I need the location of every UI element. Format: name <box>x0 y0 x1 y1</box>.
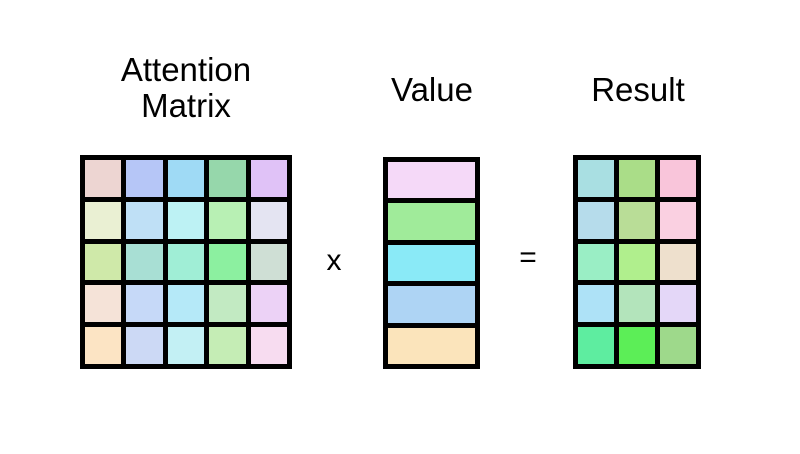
attention_matrix-cell-r4-c2 <box>126 285 163 323</box>
result-cell-r4-c2 <box>619 285 655 323</box>
result-cell-r4-c3 <box>660 285 696 323</box>
attention_matrix-cell-r1-c2 <box>126 160 163 197</box>
result-matrix-grid <box>573 155 701 369</box>
result-cell-r5-c3 <box>660 327 696 364</box>
multiplication-operator: x <box>326 244 342 277</box>
result-cell-r2-c3 <box>660 201 696 239</box>
result-cell-r5-c1 <box>578 327 614 364</box>
attention-matrix-grid <box>80 155 292 369</box>
attention_matrix-cell-r5-c3 <box>167 327 205 364</box>
attention_matrix-cell-r1-c5 <box>250 160 287 197</box>
value-cell-r4-c1 <box>388 286 475 323</box>
attention_matrix-cell-r2-c5 <box>250 201 287 239</box>
attention_matrix-cell-r5-c5 <box>250 327 287 364</box>
attention_matrix-cell-r3-c2 <box>126 243 163 281</box>
equals-operator: = <box>519 241 537 274</box>
value-matrix-title: Value <box>391 71 473 108</box>
attention_matrix-cell-r5-c4 <box>209 327 246 364</box>
result-cell-r1-c3 <box>660 160 696 197</box>
attention_matrix-cell-r3-c5 <box>250 243 287 281</box>
attention_matrix-cell-r2-c1 <box>85 201 122 239</box>
value-cell-r1-c1 <box>388 162 475 199</box>
result-cell-r4-c1 <box>578 285 614 323</box>
result-cell-r3-c1 <box>578 243 614 281</box>
attention_matrix-cell-r3-c4 <box>209 243 246 281</box>
result-cell-r3-c3 <box>660 243 696 281</box>
value-cell-r2-c1 <box>388 203 475 240</box>
attention_matrix-cell-r5-c2 <box>126 327 163 364</box>
attention_matrix-cell-r4-c4 <box>209 285 246 323</box>
result-cell-r2-c1 <box>578 201 614 239</box>
value-cell-r5-c1 <box>388 327 475 364</box>
attention-matrix-title: Attention Matrix <box>120 51 252 124</box>
attention_matrix-cell-r5-c1 <box>85 327 122 364</box>
result-matrix-title: Result <box>591 71 685 108</box>
result-cell-r2-c2 <box>619 201 655 239</box>
attention_matrix-cell-r2-c2 <box>126 201 163 239</box>
attention_matrix-cell-r1-c3 <box>167 160 205 197</box>
attention_matrix-cell-r1-c4 <box>209 160 246 197</box>
result-cell-r1-c1 <box>578 160 614 197</box>
result-cell-r5-c2 <box>619 327 655 364</box>
attention_matrix-cell-r3-c3 <box>167 243 205 281</box>
value-matrix-grid <box>383 157 480 369</box>
attention_matrix-cell-r2-c4 <box>209 201 246 239</box>
result-cell-r3-c2 <box>619 243 655 281</box>
attention_matrix-cell-r2-c3 <box>167 201 205 239</box>
result-cell-r1-c2 <box>619 160 655 197</box>
value-cell-r3-c1 <box>388 244 475 282</box>
attention_matrix-cell-r1-c1 <box>85 160 122 197</box>
attention_matrix-cell-r4-c3 <box>167 285 205 323</box>
attention_matrix-cell-r4-c5 <box>250 285 287 323</box>
attention_matrix-cell-r3-c1 <box>85 243 122 281</box>
attention_matrix-cell-r4-c1 <box>85 285 122 323</box>
